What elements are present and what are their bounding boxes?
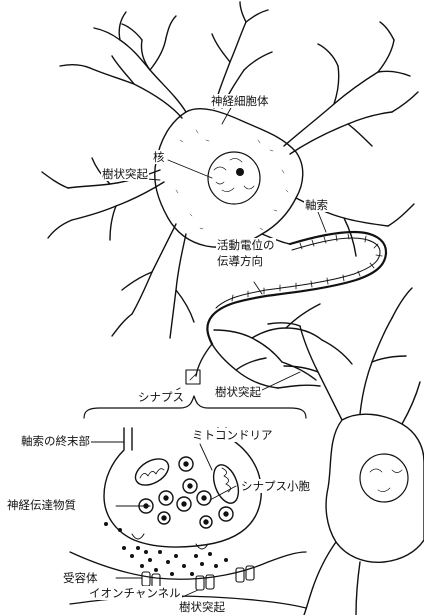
dendrite-upper-left [120, 40, 186, 112]
label-axon: 軸索 [304, 198, 329, 212]
second-soma-outline [326, 414, 424, 562]
label-receptor: 受容体 [62, 571, 99, 585]
neurotransmitter-molecules [104, 522, 228, 576]
label-dendrite-top: 樹状突起 [101, 167, 149, 181]
mitochondrion-1 [131, 453, 173, 490]
label-synapse: シナプス [137, 390, 185, 404]
label-soma: 神経細胞体 [210, 94, 270, 108]
dendrite-lower-left [132, 224, 176, 314]
leader-soma [222, 106, 232, 124]
leader-axon [318, 212, 326, 232]
nucleolus [236, 168, 244, 176]
label-neurotransmitter: 神経伝達物質 [6, 498, 77, 512]
soma-outline [155, 109, 303, 248]
second-nucleus [360, 454, 408, 502]
label-conduction-line2: 伝導方向 [216, 254, 264, 268]
label-axon-terminal: 軸索の終末部 [20, 434, 91, 448]
label-dendrite-bottom: 樹状突起 [178, 600, 226, 614]
nucleus [208, 152, 260, 204]
label-dendrite-mid: 樹状突起 [214, 385, 262, 399]
callout-brace [84, 396, 306, 418]
leader-nucleus [168, 160, 212, 178]
label-mitochondria: ミトコンドリア [191, 428, 274, 442]
label-vesicle: シナプス小胞 [240, 479, 311, 493]
label-ion-channel: イオンチャンネル [88, 586, 182, 600]
leader-mitochondria [200, 444, 212, 470]
postsynaptic-membrane [70, 552, 306, 579]
dendrite-upper-right [284, 72, 378, 146]
leader-vesicle [210, 486, 236, 500]
label-nucleus: 核 [152, 150, 166, 164]
synaptic-vesicles [139, 457, 233, 528]
label-conduction-line1: 活動電位の [216, 238, 276, 252]
